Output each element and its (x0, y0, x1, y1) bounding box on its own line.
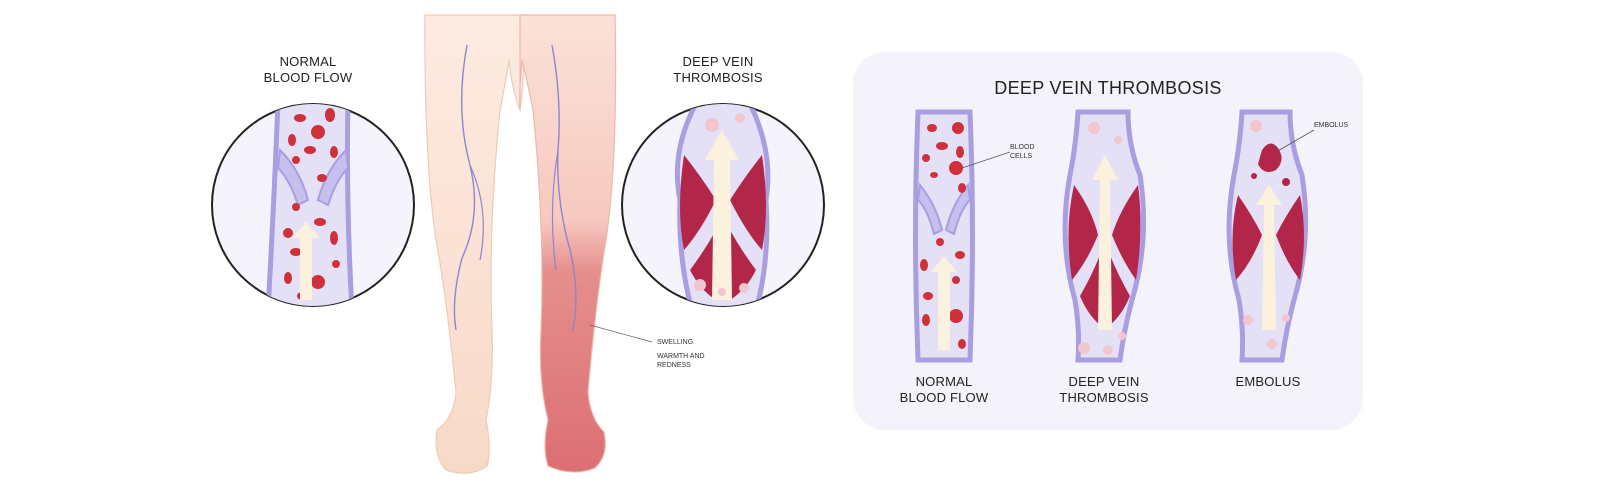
swelling-pointer (589, 324, 653, 343)
normal-flow-label-line1: NORMAL (279, 54, 337, 69)
right-leg-vein (551, 44, 577, 331)
normal-flow-label: NORMAL BLOOD FLOW (248, 54, 368, 86)
caption-dvt-line2: THROMBOSIS (1059, 390, 1149, 405)
embolus-callout-label: EMBOLUS (1314, 122, 1349, 129)
panel-vein-embolus (1226, 109, 1315, 363)
dvt-circle-label: DEEP VEIN THROMBOSIS (658, 54, 778, 86)
caption-dvt-line1: DEEP VEIN (1068, 374, 1140, 389)
dvt-circle (621, 103, 825, 307)
legs (424, 14, 653, 474)
caption-dvt: DEEP VEIN THROMBOSIS (1044, 374, 1164, 406)
dvt-circle-label-line2: THROMBOSIS (673, 70, 763, 85)
blood-cells-label: BLOOD CELLS (1010, 143, 1060, 161)
caption-normal-line1: NORMAL (915, 374, 973, 389)
caption-normal: NORMAL BLOOD FLOW (884, 374, 1004, 406)
swelling-label: SWELLING (657, 339, 694, 346)
left-leg-vein-branch (469, 164, 484, 261)
warmth-label-line2: REDNESS (657, 362, 691, 369)
left-leg (424, 14, 525, 474)
panel-vein-dvt (1062, 109, 1147, 363)
blood-cells-line2: CELLS (1010, 153, 1033, 160)
dvt-circle-label-line1: DEEP VEIN (682, 54, 754, 69)
warmth-label-line1: WARMTH AND (657, 353, 705, 360)
blood-cells-line1: BLOOD (1010, 144, 1035, 151)
caption-embolus: EMBOLUS (1235, 374, 1301, 389)
normal-flow-label-line2: BLOOD FLOW (263, 70, 353, 85)
panel-vein-normal (913, 109, 1011, 363)
left-leg-vein (453, 44, 476, 331)
caption-normal-line2: BLOOD FLOW (899, 390, 989, 405)
warmth-redness-label: WARMTH AND REDNESS (657, 352, 737, 370)
panel-title: DEEP VEIN THROMBOSIS (994, 78, 1222, 98)
normal-flow-circle (211, 103, 415, 307)
right-leg-vein-branch (551, 149, 559, 271)
embolus-clot (1258, 143, 1282, 172)
